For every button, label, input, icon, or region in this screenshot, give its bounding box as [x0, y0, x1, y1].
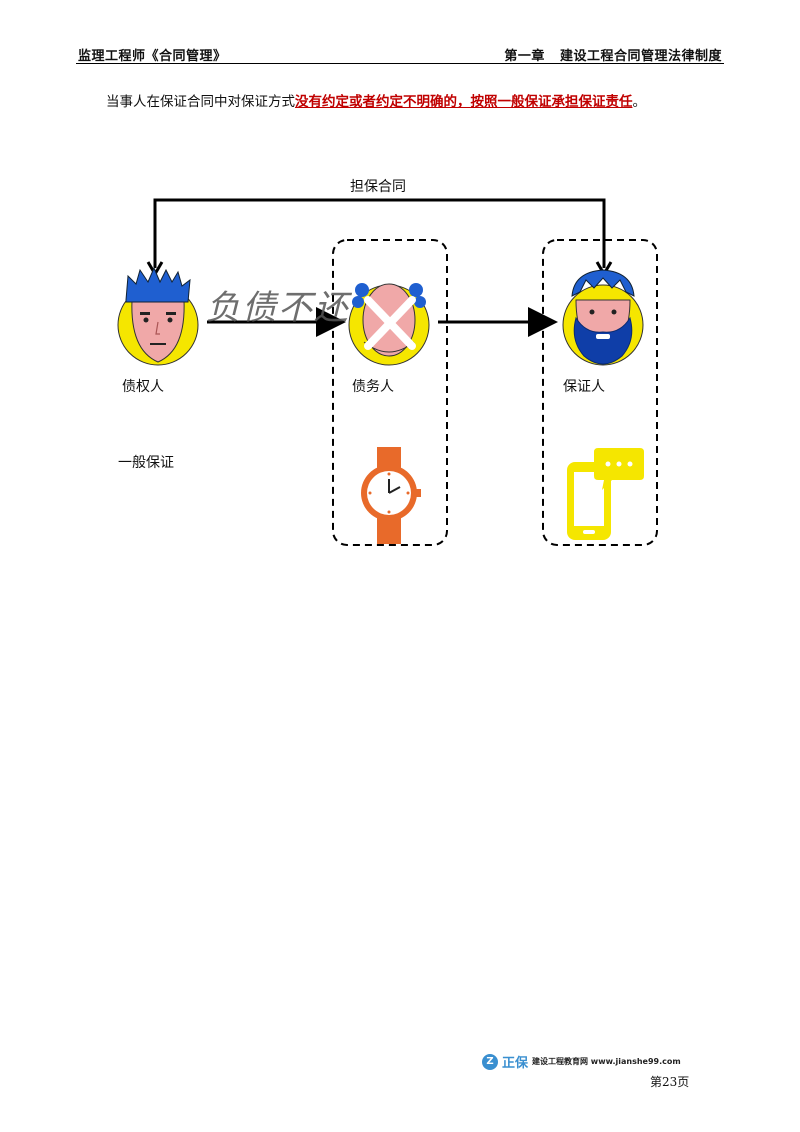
logo-site: 建设工程教育网 www.jianshe99.com	[532, 1057, 681, 1066]
header-rule	[76, 63, 724, 64]
debtor-label: 债务人	[352, 379, 394, 395]
debtor-avatar	[348, 283, 430, 366]
watch-icon	[361, 447, 421, 544]
creditor-avatar	[117, 266, 199, 366]
footer-logo: Z 正保 建设工程教育网 www.jianshe99.com	[482, 1052, 681, 1071]
creditor-label: 债权人	[122, 379, 164, 395]
contract-connector	[146, 198, 613, 277]
guarantee-type-label: 一般保证	[118, 455, 174, 471]
guarantor-dashed-box	[542, 239, 658, 546]
debtor-dashed-box	[332, 239, 448, 546]
arrow-text-handwritten: 负债不还	[206, 288, 350, 328]
header-left-title: 监理工程师《合同管理》	[78, 49, 227, 64]
phone-chat-icon	[567, 448, 644, 540]
header-right-title: 第一章 建设工程合同管理法律制度	[504, 49, 722, 64]
body-paragraph: 当事人在保证合同中对保证方式没有约定或者约定不明确的，按照一般保证承担保证责任。	[106, 90, 646, 110]
body-text-highlight: 没有约定或者约定不明确的，按照一般保证承担保证责任	[295, 94, 633, 110]
logo-brand: 正保	[502, 1056, 529, 1071]
contract-label: 担保合同	[350, 179, 406, 195]
body-text-normal: 当事人在保证合同中对保证方式	[106, 94, 295, 110]
body-text-end: 。	[632, 94, 647, 110]
guarantor-avatar	[562, 269, 644, 366]
page-number: 第23页	[650, 1075, 690, 1089]
logo-badge-icon: Z	[482, 1053, 498, 1070]
guarantor-label: 保证人	[563, 379, 605, 395]
